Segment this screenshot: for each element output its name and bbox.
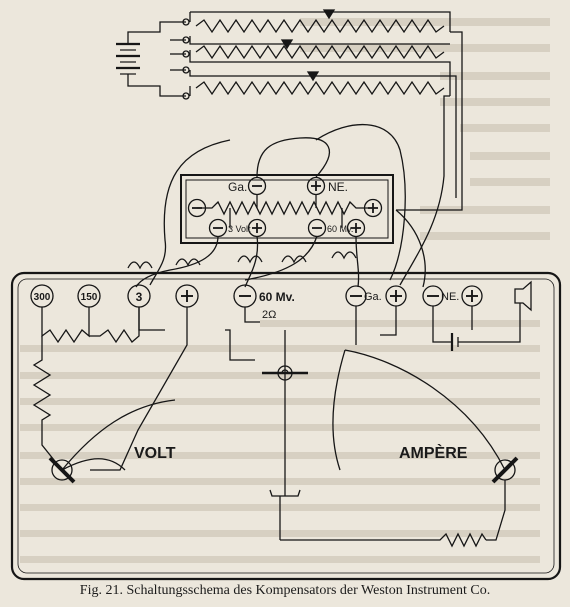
battery	[116, 18, 190, 100]
ne-plus-terminal	[306, 176, 326, 196]
terminal-300-label: 300	[34, 292, 51, 303]
lower-box-terminals	[30, 284, 483, 308]
terminal-150-label: 150	[81, 292, 98, 303]
ne-label-upper: NE.	[328, 180, 348, 194]
top-connection-wires	[396, 31, 463, 211]
terminal-ne-label: NE.	[441, 291, 459, 303]
shunt-and-divider	[225, 307, 308, 497]
figure-caption: Fig. 21. Schaltungsschema des Kompensato…	[79, 583, 491, 598]
galvanometer-label: Ga.	[228, 180, 247, 194]
weston-compensator-circuit-diagram: Ga. NE. 3 Volt 60 Mv. 300 150 3 60 Mv. 2…	[10, 9, 562, 581]
mv-range-label: 60 Mv.	[327, 224, 353, 234]
upper-box-terminals	[187, 176, 383, 238]
galvanometer-minus-terminal	[247, 176, 267, 196]
terminal-3-label: 3	[136, 290, 143, 304]
shunt-2-ohm-label: 2Ω	[262, 309, 276, 321]
box-right-plus-terminal	[363, 198, 383, 218]
slide-contact-arrows	[280, 9, 336, 82]
volt-multiplier-resistors	[32, 307, 140, 471]
slide-wire-rheostats	[189, 11, 451, 96]
volt-meter-label: VOLT	[134, 445, 176, 462]
lower-instrument-box	[10, 271, 562, 581]
upper-box-polarity-signs	[192, 181, 378, 233]
interconnect-wires	[127, 123, 445, 288]
terminal-60mv-label: 60 Mv.	[259, 290, 295, 304]
upper-compensator-box	[180, 174, 394, 244]
ampere-meter-label: AMPÈRE	[399, 443, 468, 462]
lower-box-polarity-signs	[181, 290, 478, 302]
lower-series-resistor	[279, 496, 487, 548]
volt-meter	[48, 307, 188, 484]
volt-range-label: 3 Volt	[228, 224, 251, 234]
box-left-minus-terminal	[187, 198, 207, 218]
ampere-meter	[332, 306, 519, 541]
terminal-ga-label: Ga.	[364, 291, 382, 303]
standard-cell-and-key	[432, 280, 532, 351]
